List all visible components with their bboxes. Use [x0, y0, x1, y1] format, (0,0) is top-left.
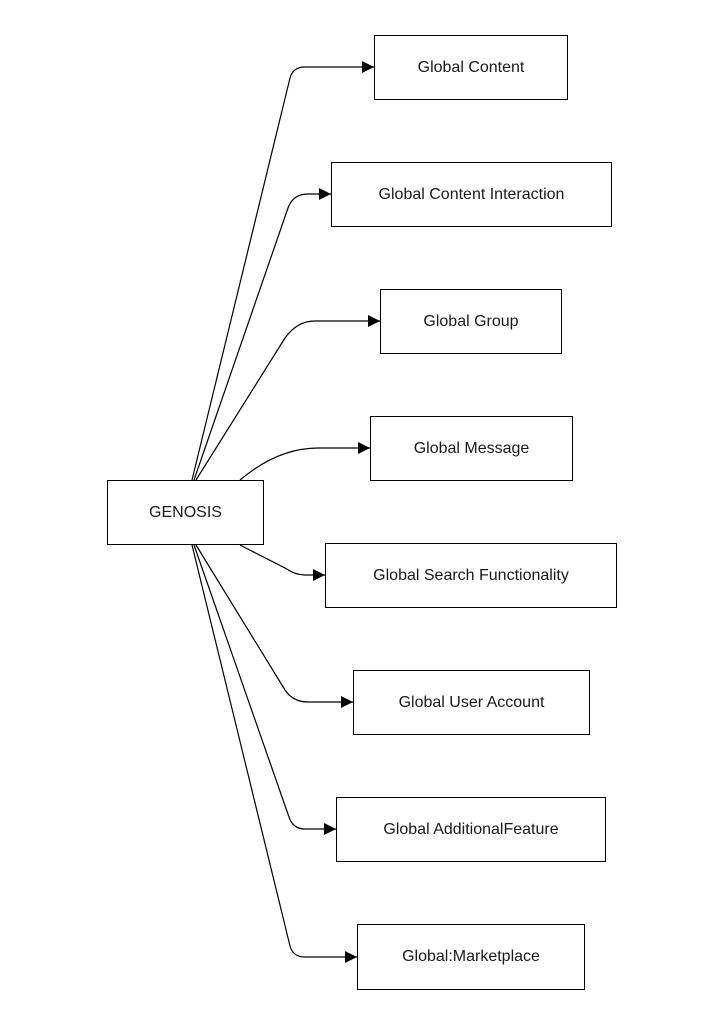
node-global-search-functionality[interactable]: Global Search Functionality	[325, 543, 617, 608]
edge-global-content-interaction	[193, 188, 331, 481]
node-global-user-account[interactable]: Global User Account	[353, 670, 590, 735]
edge-global-content	[191, 61, 374, 481]
node-label: Global Group	[423, 312, 519, 330]
root-node-genosis[interactable]: GENOSIS	[107, 480, 264, 545]
node-label: Global Content Interaction	[378, 185, 565, 203]
edge-global-additionalfeature	[193, 544, 336, 835]
node-global-marketplace[interactable]: Global:Marketplace	[357, 924, 585, 990]
node-global-additionalfeature[interactable]: Global AdditionalFeature	[336, 797, 606, 862]
node-label: Global AdditionalFeature	[383, 820, 559, 838]
node-global-group[interactable]: Global Group	[380, 289, 562, 354]
edge-global-group	[195, 315, 380, 481]
node-global-message[interactable]: Global Message	[370, 416, 573, 481]
node-label: Global Content	[417, 58, 525, 76]
node-label: Global:Marketplace	[402, 948, 540, 965]
edge-global-message	[239, 442, 370, 481]
node-global-content[interactable]: Global Content	[374, 35, 568, 100]
edge-global-marketplace	[191, 544, 357, 963]
node-label: Global Search Functionality	[373, 566, 569, 584]
root-node-label: GENOSIS	[149, 503, 222, 521]
node-global-content-interaction[interactable]: Global Content Interaction	[331, 162, 612, 227]
edge-global-user-account	[195, 544, 353, 708]
node-label: Global Message	[413, 439, 530, 457]
node-label: Global User Account	[398, 693, 545, 711]
edge-global-search-functionality	[239, 544, 325, 581]
